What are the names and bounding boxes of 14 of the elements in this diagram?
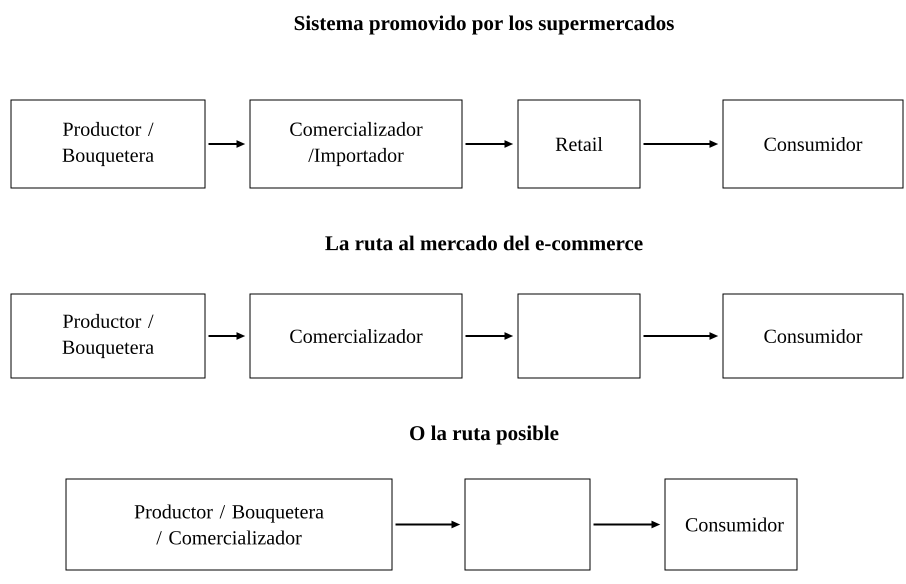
heading: La ruta al mercado del e-commerce xyxy=(325,236,643,250)
process-box: Productor / Bouquetera xyxy=(10,100,206,188)
process-box: Consumidor xyxy=(664,478,798,570)
process-box: Comercializador xyxy=(250,294,462,378)
empty-box xyxy=(464,478,590,570)
process-box: Consumidor xyxy=(722,294,904,378)
process-box: Retail xyxy=(518,100,640,188)
process-box: Productor / Bouquetera / Comercializador xyxy=(66,478,392,570)
heading: O la ruta posible xyxy=(410,425,558,444)
empty-box xyxy=(518,294,640,378)
heading: Sistema promovido por los supermercados xyxy=(294,15,674,35)
process-box: Consumidor xyxy=(722,100,904,188)
process-box: Comercializador /Importador xyxy=(250,100,462,188)
process-box: Productor / Bouquetera xyxy=(10,294,206,378)
